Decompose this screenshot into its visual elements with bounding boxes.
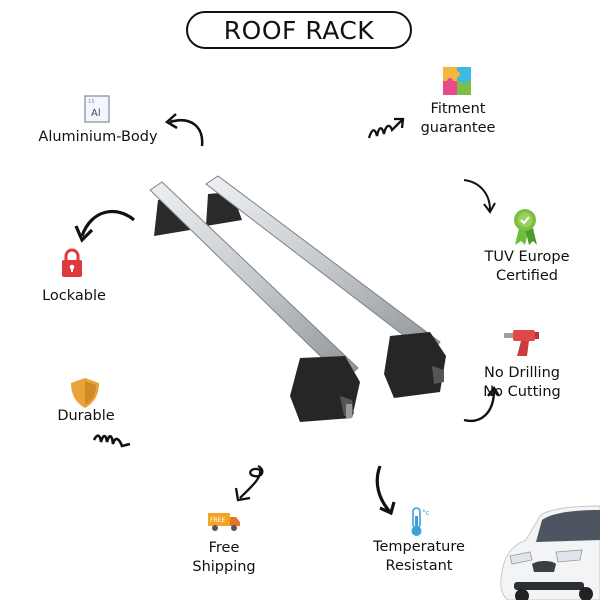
fitment-label: Fitment guarantee: [420, 101, 496, 136]
roof-rack-product-image: [149, 175, 446, 422]
shield-icon: [71, 378, 99, 408]
temperature-label: Temperature Resistant: [373, 539, 465, 574]
thermometer-icon-text: °c: [422, 509, 430, 517]
curved-arrow-icon: [74, 210, 136, 243]
puzzle-icon: [443, 67, 471, 95]
tuv-label: TUV Europe Certified: [484, 249, 570, 284]
drilling-label: No Drilling No Cutting: [483, 365, 561, 400]
certified-badge-icon: [514, 209, 537, 245]
thermometer-icon: °c: [411, 507, 430, 536]
lockable-label: Lockable: [42, 288, 106, 304]
squiggle-arrow-icon: [92, 434, 131, 448]
squiggle-arrow-icon: [234, 464, 264, 502]
curved-arrow-icon: [375, 465, 396, 516]
delivery-truck-icon: FREE: [208, 513, 240, 531]
aluminium-label: Aluminium-Body: [38, 129, 158, 145]
curved-arrow-icon: [164, 113, 204, 147]
aluminium-icon-number: 13: [88, 99, 94, 105]
drill-icon: [504, 330, 539, 356]
title-text: ROOF RACK: [223, 15, 375, 45]
aluminium-feature: 13 Al: [84, 95, 110, 123]
squiggle-arrow-icon: [367, 117, 405, 139]
durable-label: Durable: [57, 408, 115, 424]
page-title: ROOF RACK: [186, 11, 412, 49]
aluminium-element-icon: 13 Al: [84, 95, 110, 123]
car-image: [500, 505, 600, 600]
arrow-icon: [463, 179, 496, 214]
aluminium-icon-symbol: Al: [91, 108, 101, 119]
truck-icon-text: FREE: [210, 517, 225, 524]
shipping-label: Free Shipping: [192, 540, 256, 575]
padlock-icon: [62, 248, 82, 277]
curved-arrow-icon: [463, 385, 501, 423]
